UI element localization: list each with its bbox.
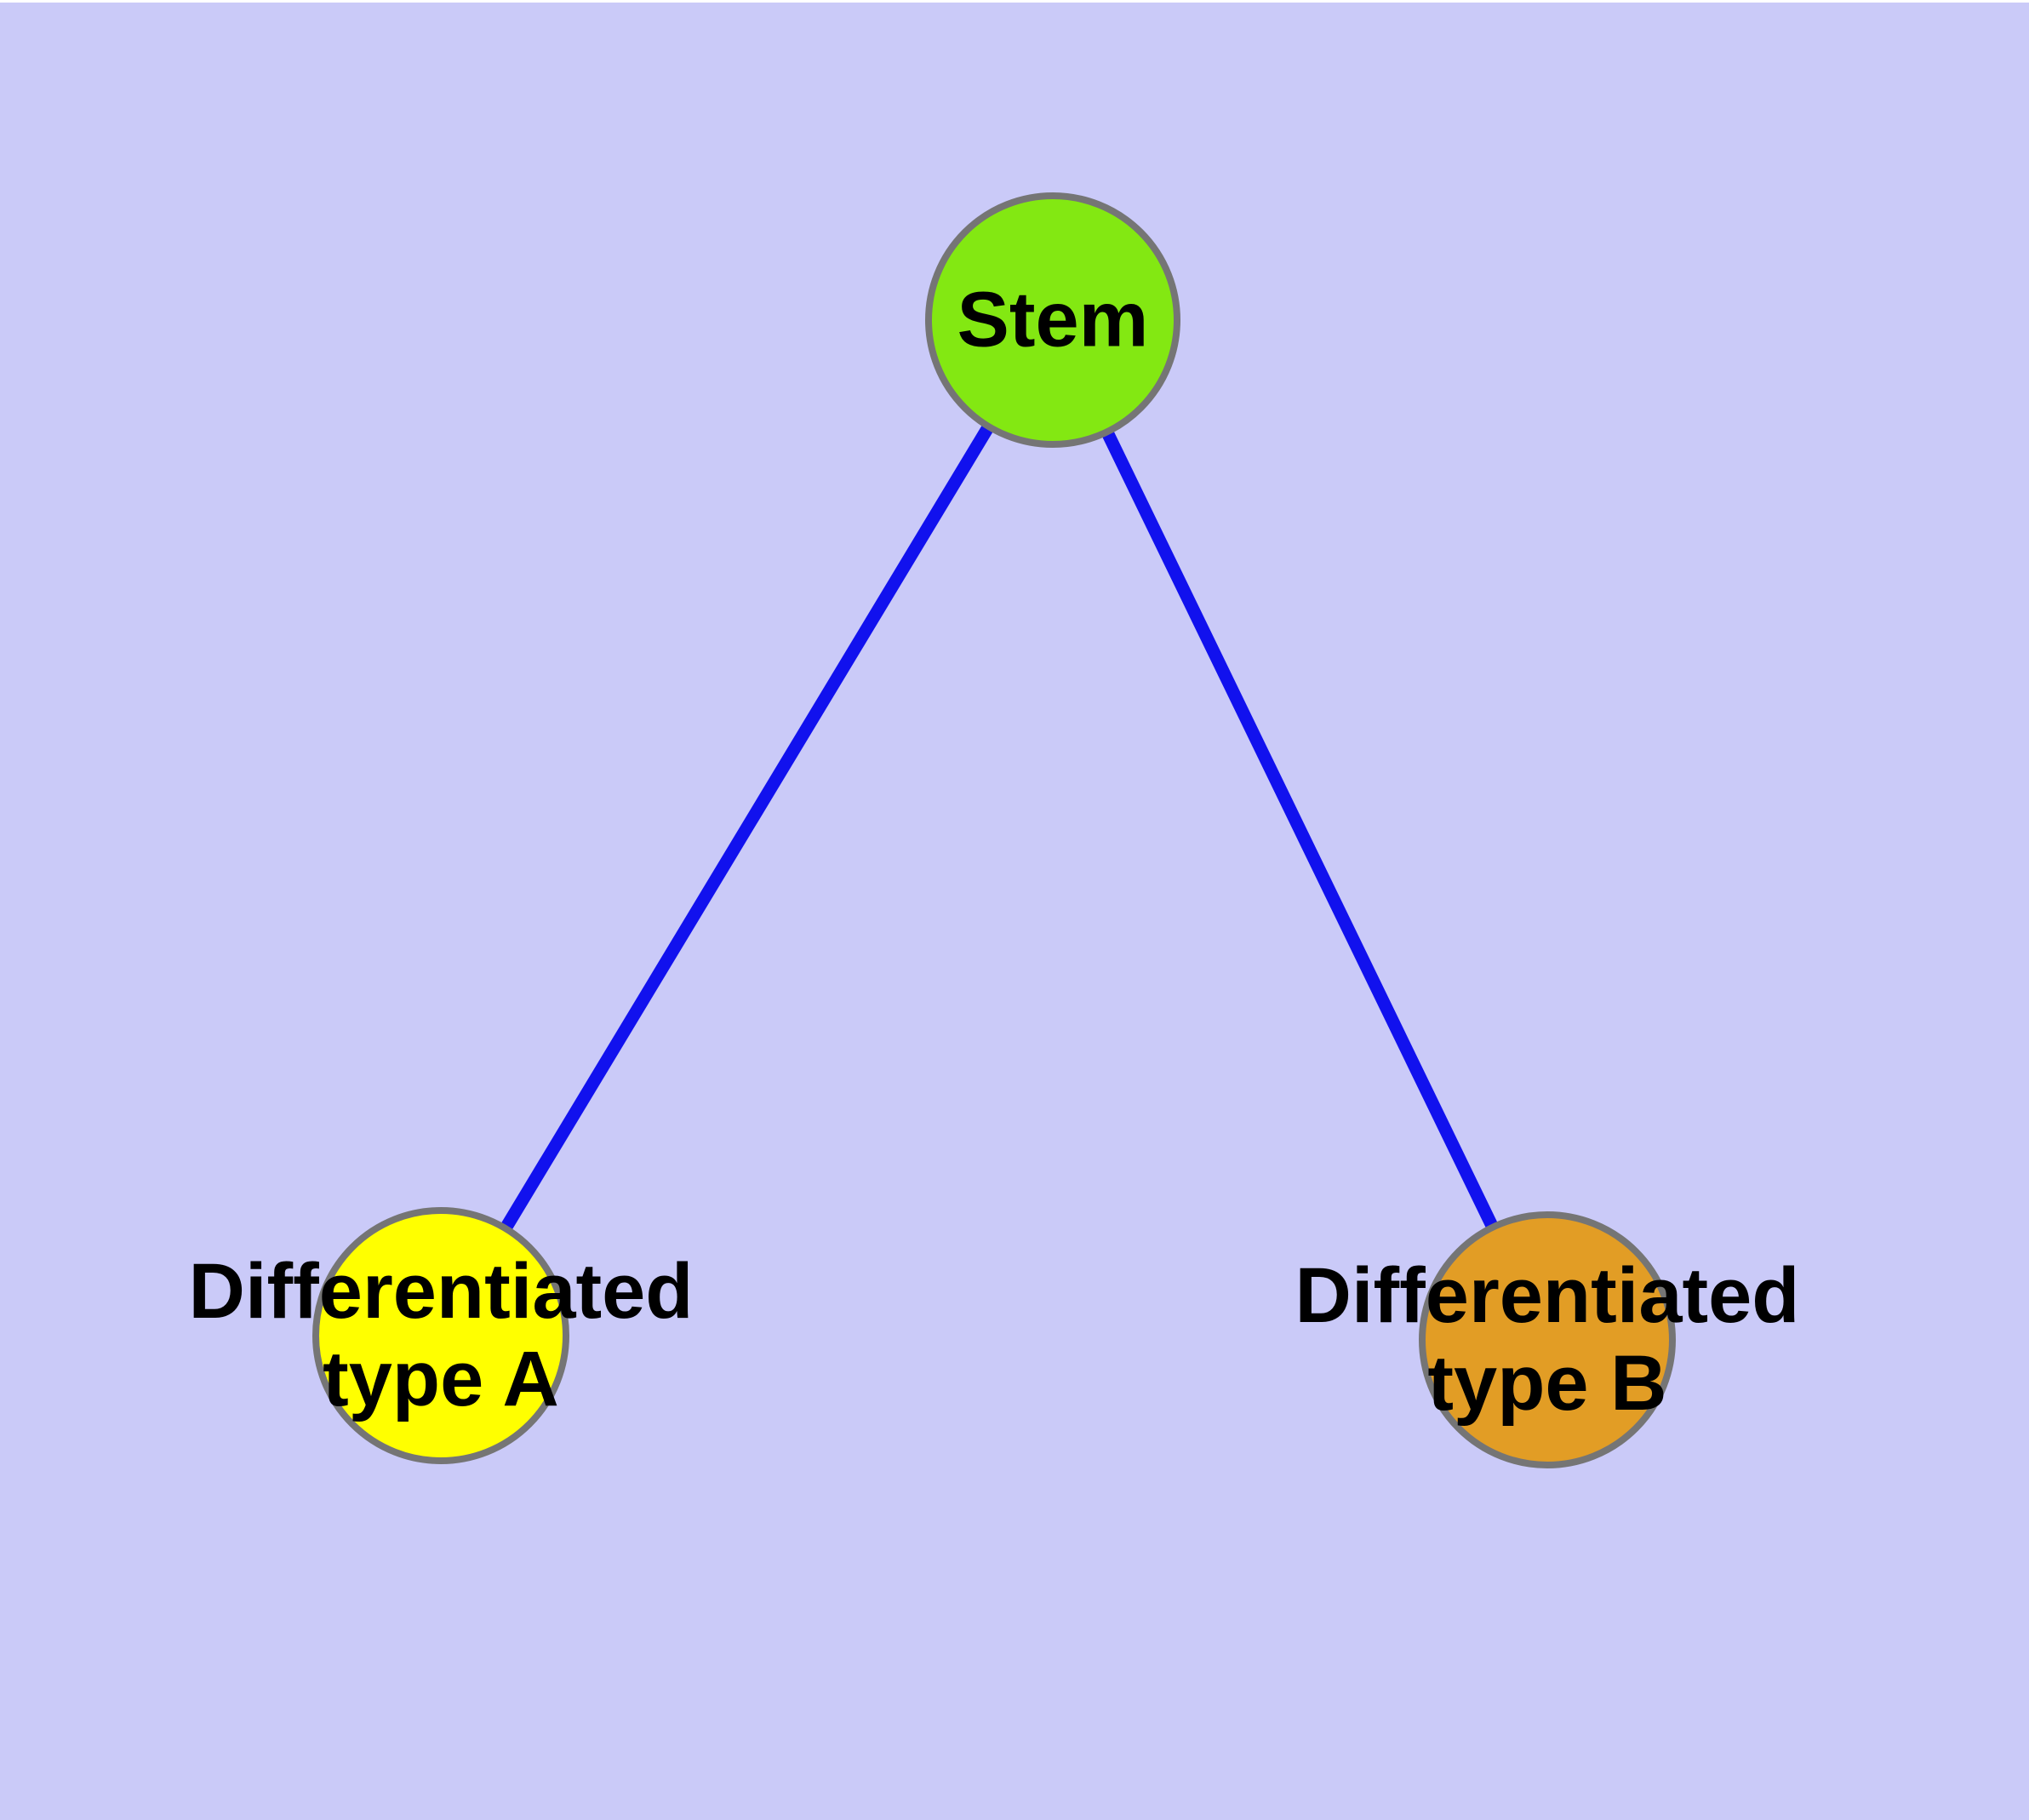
differentiated-type-a-label: Differentiated type A xyxy=(188,1247,694,1422)
diagram-canvas: Stem Differentiated type A Differentiate… xyxy=(0,3,2029,1820)
edge-line xyxy=(1047,317,1553,1343)
edge-line xyxy=(435,317,1059,1339)
differentiated-type-a-circle xyxy=(312,1207,569,1464)
differentiated-type-b-label: Differentiated type B xyxy=(1295,1251,1800,1427)
stem-label: Stem xyxy=(957,276,1149,363)
differentiated-type-b-circle xyxy=(1419,1211,1676,1468)
stem-circle xyxy=(925,192,1180,448)
edges-layer xyxy=(435,317,1553,1343)
